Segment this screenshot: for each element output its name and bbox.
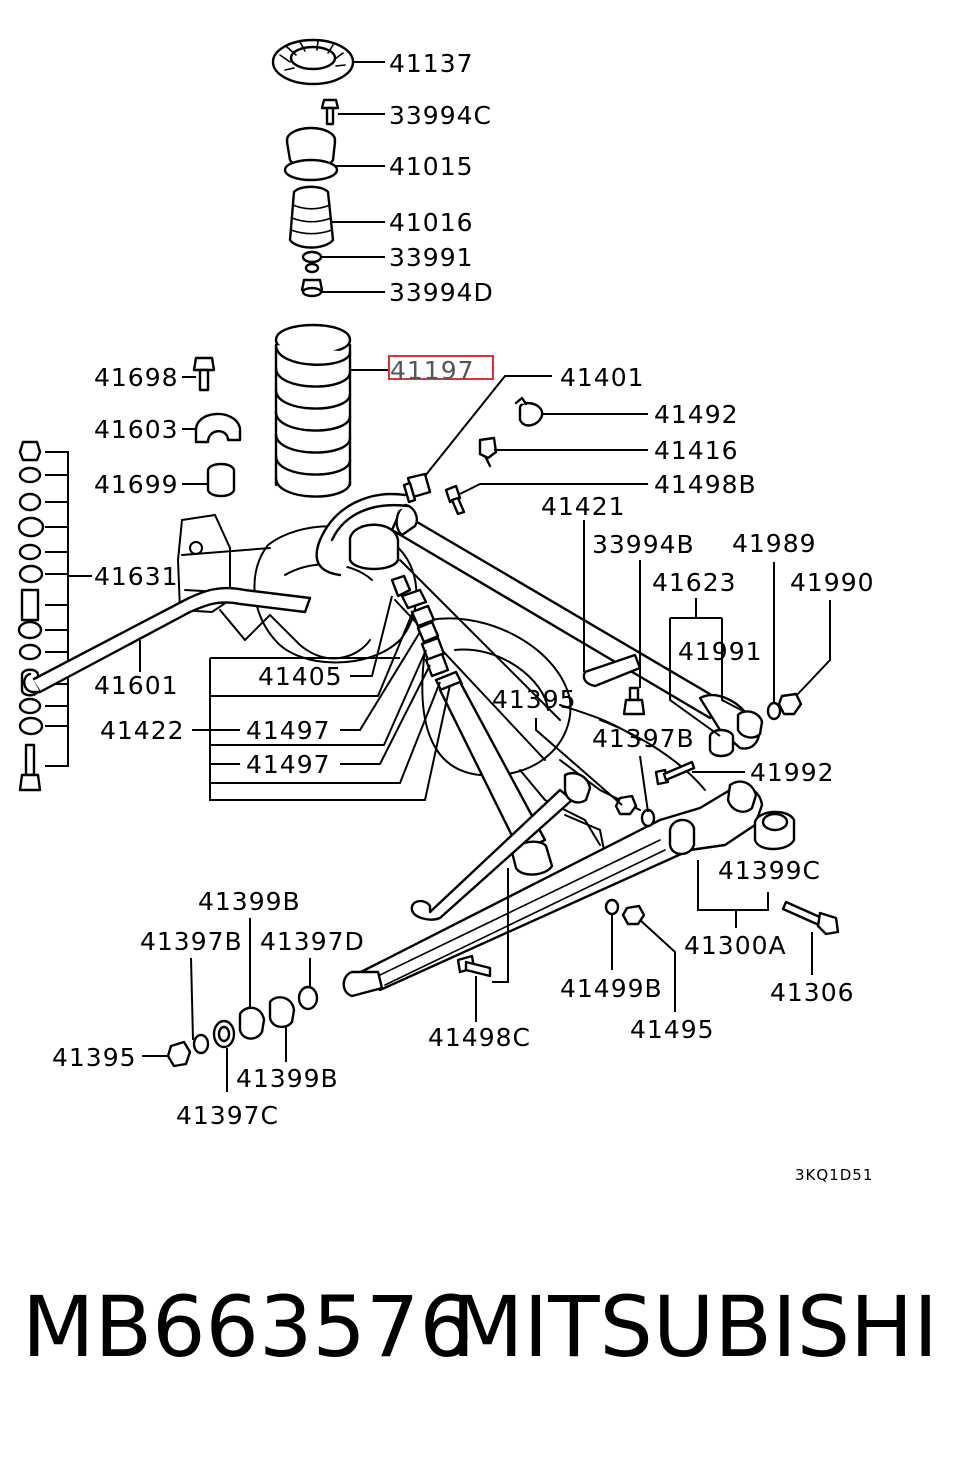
bump-stopper-cap (283, 126, 339, 182)
callout-33994D: 33994D (389, 278, 494, 307)
callout-41401: 41401 (560, 363, 645, 392)
callout-41197: 41197 (390, 356, 475, 385)
callout-41989: 41989 (732, 529, 817, 558)
bracket-41421 (582, 653, 642, 688)
callout-41395-upper: 41395 (492, 685, 577, 714)
part-number: MB663576 (22, 1278, 473, 1376)
callout-41498C: 41498C (428, 1023, 531, 1052)
callout-41395-lower: 41395 (52, 1043, 137, 1072)
leader-lines (139, 61, 831, 1092)
bolt-41698 (192, 356, 216, 392)
callout-41397B-upper: 41397B (592, 724, 695, 753)
callout-41306: 41306 (770, 978, 855, 1007)
highlight-box (388, 355, 494, 380)
callout-41499B: 41499B (560, 974, 663, 1003)
callout-41698: 41698 (94, 363, 179, 392)
clip-41416 (478, 436, 498, 468)
callout-41492: 41492 (654, 400, 739, 429)
callout-labels: 41137 33994C 41015 41016 33991 33994D 41… (52, 49, 875, 1184)
callout-41399B-lower: 41399B (236, 1064, 339, 1093)
bolt-33994B (622, 686, 646, 716)
callout-41016: 41016 (389, 208, 474, 237)
callout-41421: 41421 (541, 492, 626, 521)
callout-41397D: 41397D (260, 927, 365, 956)
bolt-41498B (444, 484, 466, 516)
spring-upper-seat (271, 38, 355, 86)
bushing-41991 (708, 710, 764, 758)
axle-assembly-outline (176, 513, 706, 856)
bolt-41306 (781, 900, 840, 936)
callout-41397B-lower: 41397B (140, 927, 243, 956)
callout-41422: 41422 (100, 716, 185, 745)
bump-stopper (288, 185, 335, 249)
washer-41499B (604, 898, 620, 916)
callout-41991: 41991 (678, 637, 763, 666)
callout-41601: 41601 (94, 671, 179, 700)
callout-41300A: 41300A (684, 931, 787, 960)
bolt-33994D (300, 278, 324, 298)
washer-41397B-upper (640, 808, 656, 828)
brand-name: MITSUBISHI (450, 1278, 938, 1376)
washer-33991 (301, 250, 323, 274)
nut-41990 (777, 692, 803, 716)
bushing-41699 (206, 462, 236, 498)
callout-41137: 41137 (389, 49, 474, 78)
trailing-arm (342, 780, 764, 998)
coil-spring (274, 323, 352, 498)
callout-41699: 41699 (94, 470, 179, 499)
bolt-33994C (320, 98, 340, 126)
hose-bracket-41401 (402, 472, 432, 504)
bracket-41603 (194, 412, 242, 444)
callout-33991: 33991 (389, 243, 474, 272)
callout-41498B: 41498B (654, 470, 757, 499)
callout-41397C: 41397C (176, 1101, 279, 1130)
callout-41497-upper: 41497 (246, 716, 331, 745)
callout-41495: 41495 (630, 1015, 715, 1044)
clip-41492 (514, 396, 544, 427)
drawing-code: 3KQ1D51 (795, 1166, 873, 1184)
callout-41497-lower: 41497 (246, 750, 331, 779)
lower-link (410, 772, 592, 921)
nut-41495 (621, 904, 646, 926)
callout-41603: 41603 (94, 415, 179, 444)
part-footer: MB663576 MITSUBISHI (0, 1285, 960, 1405)
shock-absorber (390, 574, 554, 876)
brake-hose (315, 492, 410, 577)
callout-33994C: 33994C (389, 101, 492, 130)
callout-41405: 41405 (258, 662, 343, 691)
bolt-41992 (654, 760, 696, 786)
stabilizer-bar (23, 586, 312, 694)
bolt-41498C (456, 954, 492, 978)
callout-41623: 41623 (652, 568, 737, 597)
callout-41992: 41992 (750, 758, 835, 787)
callout-41990: 41990 (790, 568, 875, 597)
callout-41399C: 41399C (718, 856, 821, 885)
callout-41015: 41015 (389, 152, 474, 181)
bushing-41399C (753, 810, 796, 851)
nut-41395-upper (614, 794, 638, 816)
callout-41416: 41416 (654, 436, 739, 465)
callout-41399B-upper: 41399B (198, 887, 301, 916)
callout-33994B: 33994B (592, 530, 695, 559)
bushing-washer-series (166, 985, 319, 1068)
washer-41989 (766, 701, 782, 721)
stabilizer-link-stack (17, 440, 92, 792)
callout-41631: 41631 (94, 562, 179, 591)
